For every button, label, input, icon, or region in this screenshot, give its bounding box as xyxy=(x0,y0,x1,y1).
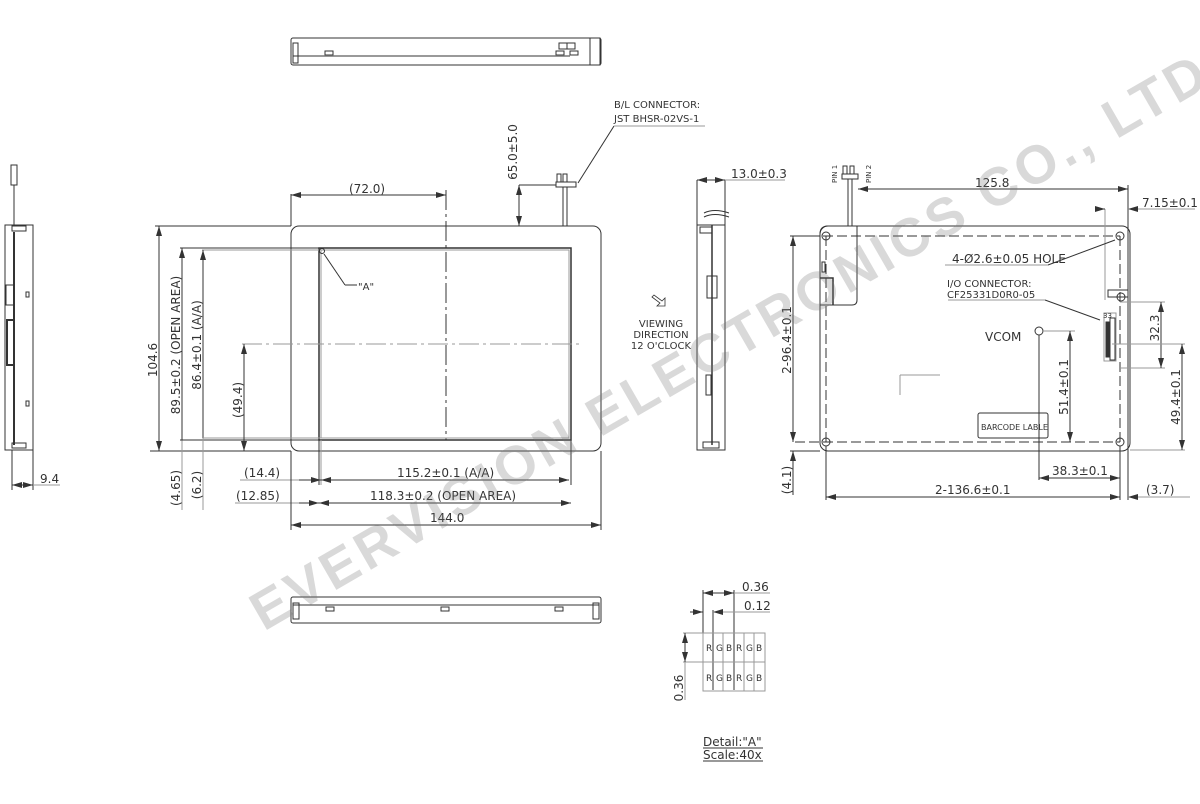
svg-text:125.8: 125.8 xyxy=(975,176,1009,190)
svg-text:B: B xyxy=(726,674,732,684)
svg-text:86.4±0.1 (A/A): 86.4±0.1 (A/A) xyxy=(190,300,204,390)
svg-text:PIN 1: PIN 1 xyxy=(831,165,839,183)
svg-text:144.0: 144.0 xyxy=(430,511,464,525)
svg-text:38.3±0.1: 38.3±0.1 xyxy=(1052,464,1108,478)
svg-text:89.5±0.2 (OPEN AREA): 89.5±0.2 (OPEN AREA) xyxy=(169,276,183,414)
detail-a xyxy=(682,590,770,762)
svg-text:4-Ø2.6±0.05 HOLE: 4-Ø2.6±0.05 HOLE xyxy=(952,252,1066,266)
svg-text:R: R xyxy=(706,644,712,654)
svg-text:I/O CONNECTOR:: I/O CONNECTOR: xyxy=(947,279,1031,290)
svg-text:Scale:40x: Scale:40x xyxy=(703,748,762,762)
svg-text:12 O'CLOCK: 12 O'CLOCK xyxy=(631,341,692,352)
svg-text:(14.4): (14.4) xyxy=(244,466,280,480)
svg-text:(12.85): (12.85) xyxy=(236,489,280,503)
svg-text:B: B xyxy=(726,644,732,654)
svg-text:DIRECTION: DIRECTION xyxy=(633,330,688,341)
svg-text:(49.4): (49.4) xyxy=(231,382,245,418)
rear-view xyxy=(790,165,1195,500)
svg-text:VCOM: VCOM xyxy=(985,330,1021,344)
svg-text:BARCODE LABLE: BARCODE LABLE xyxy=(981,423,1048,432)
svg-text:(4.1): (4.1) xyxy=(780,466,794,494)
svg-text:CF25331D0R0-05: CF25331D0R0-05 xyxy=(947,290,1035,301)
svg-text:VIEWING: VIEWING xyxy=(639,319,683,330)
svg-text:B/L CONNECTOR:: B/L CONNECTOR: xyxy=(614,100,700,111)
svg-text:"A": "A" xyxy=(358,282,374,293)
svg-text:G: G xyxy=(746,674,753,684)
svg-text:118.3±0.2 (OPEN AREA): 118.3±0.2 (OPEN AREA) xyxy=(370,489,516,503)
svg-text:0.36: 0.36 xyxy=(742,580,769,594)
svg-text:(4.65): (4.65) xyxy=(169,470,183,506)
svg-text:Detail:"A": Detail:"A" xyxy=(703,735,762,749)
svg-text:33: 33 xyxy=(1103,312,1112,320)
front-view xyxy=(150,125,705,530)
svg-text:49.4±0.1: 49.4±0.1 xyxy=(1169,369,1183,425)
svg-text:B: B xyxy=(756,644,762,654)
left-side-view xyxy=(4,164,60,490)
svg-text:13.0±0.3: 13.0±0.3 xyxy=(731,167,787,181)
svg-text:65.0±5.0: 65.0±5.0 xyxy=(506,124,520,180)
svg-text:7.15±0.1: 7.15±0.1 xyxy=(1142,196,1198,210)
svg-text:51.4±0.1: 51.4±0.1 xyxy=(1057,359,1071,415)
bottom-edge-view xyxy=(290,596,602,624)
svg-text:R: R xyxy=(736,674,742,684)
svg-text:G: G xyxy=(716,674,723,684)
svg-text:9.4: 9.4 xyxy=(40,472,59,486)
svg-text:2-136.6±0.1: 2-136.6±0.1 xyxy=(935,483,1010,497)
svg-text:32.3: 32.3 xyxy=(1148,315,1162,342)
svg-text:PIN 2: PIN 2 xyxy=(865,165,873,183)
svg-text:0.12: 0.12 xyxy=(744,599,771,613)
svg-text:104.6: 104.6 xyxy=(146,343,160,377)
side-view xyxy=(651,177,785,451)
svg-text:R: R xyxy=(706,674,712,684)
svg-text:G: G xyxy=(746,644,753,654)
svg-text:0.36: 0.36 xyxy=(672,675,686,702)
svg-text:(72.0): (72.0) xyxy=(349,182,385,196)
svg-text:(6.2): (6.2) xyxy=(190,471,204,499)
svg-text:R: R xyxy=(736,644,742,654)
svg-text:G: G xyxy=(716,644,723,654)
svg-text:JST BHSR-02VS-1: JST BHSR-02VS-1 xyxy=(613,114,699,125)
svg-text:115.2±0.1 (A/A): 115.2±0.1 (A/A) xyxy=(397,466,494,480)
top-edge-view xyxy=(290,37,602,66)
annotations: (72.0) "A" 104.6 89.5±0.2 (OPEN AREA) 86… xyxy=(40,100,1198,762)
svg-text:(3.7): (3.7) xyxy=(1146,483,1174,497)
svg-text:2-96.4±0.1: 2-96.4±0.1 xyxy=(780,306,794,374)
svg-text:B: B xyxy=(756,674,762,684)
